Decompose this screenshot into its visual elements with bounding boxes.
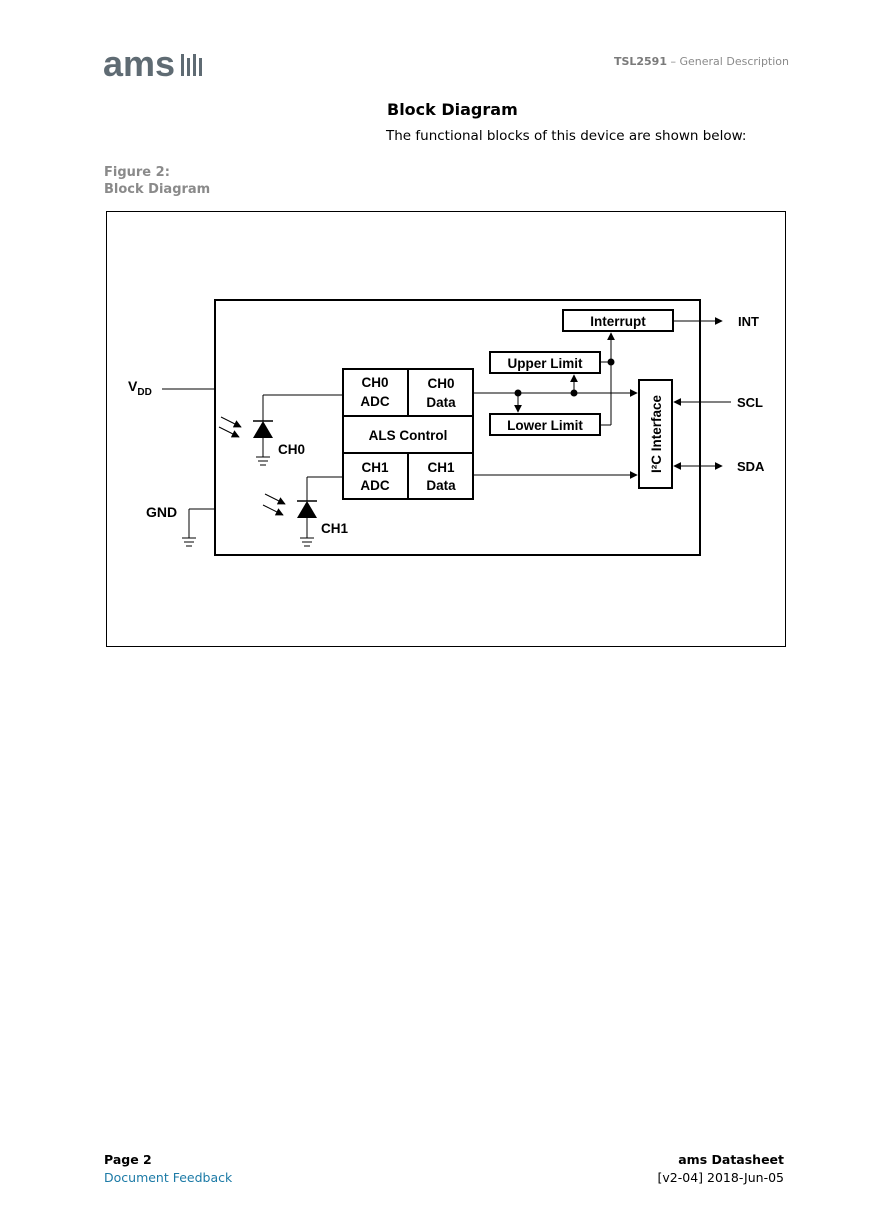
figure-caption: Figure 2: Block Diagram — [104, 164, 210, 198]
footer-version: [v2-04] 2018-Jun-05 — [657, 1170, 784, 1185]
ch1-data-label-1: CH1 — [427, 460, 454, 475]
interrupt-label: Interrupt — [590, 314, 646, 329]
ch0-data-label-2: Data — [426, 395, 456, 410]
section-intro: The functional blocks of this device are… — [386, 128, 747, 144]
footer-right: ams Datasheet [v2-04] 2018-Jun-05 — [658, 1151, 784, 1187]
i2c-interface-label: I²C Interface — [649, 395, 664, 474]
ch1-adc-label-2: ADC — [360, 478, 389, 493]
ch0-photodiode-label: CH0 — [278, 442, 305, 457]
ch0-adc-label-1: CH0 — [361, 375, 388, 390]
block-diagram: Interrupt Upper Limit Lower Limit CH0 AD… — [128, 299, 765, 556]
device-outline — [214, 299, 701, 556]
header-separator: – — [667, 55, 680, 68]
sda-pin-label: SDA — [737, 459, 765, 474]
footer-brand: ams Datasheet — [678, 1152, 784, 1167]
ch1-adc-label-1: CH1 — [361, 460, 388, 475]
figure-title: Block Diagram — [104, 182, 211, 197]
doc-id: TSL2591 — [613, 55, 667, 68]
upper-limit-label: Upper Limit — [507, 356, 583, 371]
i2c-interface-block — [638, 379, 673, 489]
footer-left: Page 2 Document Feedback — [104, 1151, 232, 1187]
ch1-photodiode — [262, 476, 343, 547]
scl-pin-label: SCL — [737, 395, 763, 410]
page-number: Page 2 — [104, 1152, 152, 1167]
ams-logo-wordmark: ams — [103, 46, 175, 80]
ch0-photodiode — [218, 394, 343, 466]
gnd-pin-label: GND — [146, 504, 177, 520]
ch0-data-label-1: CH0 — [427, 376, 454, 391]
ams-logo: ams — [103, 46, 202, 80]
als-control-label: ALS Control — [369, 428, 448, 443]
figure-frame — [106, 211, 786, 647]
int-pin-label: INT — [738, 314, 759, 329]
lower-limit-label: Lower Limit — [507, 418, 583, 433]
ch1-photodiode-label: CH1 — [321, 521, 348, 536]
header-section: General Description — [679, 55, 790, 68]
ch0-adc-label-2: ADC — [360, 394, 389, 409]
figure-number: Figure 2: — [104, 165, 170, 180]
vdd-pin-label: VDD — [128, 378, 152, 398]
section-title: Block Diagram — [387, 100, 518, 119]
document-feedback-link[interactable]: Document Feedback — [104, 1170, 233, 1185]
running-header: TSL2591 – General Description — [614, 55, 789, 68]
ch1-data-label-2: Data — [426, 478, 456, 493]
